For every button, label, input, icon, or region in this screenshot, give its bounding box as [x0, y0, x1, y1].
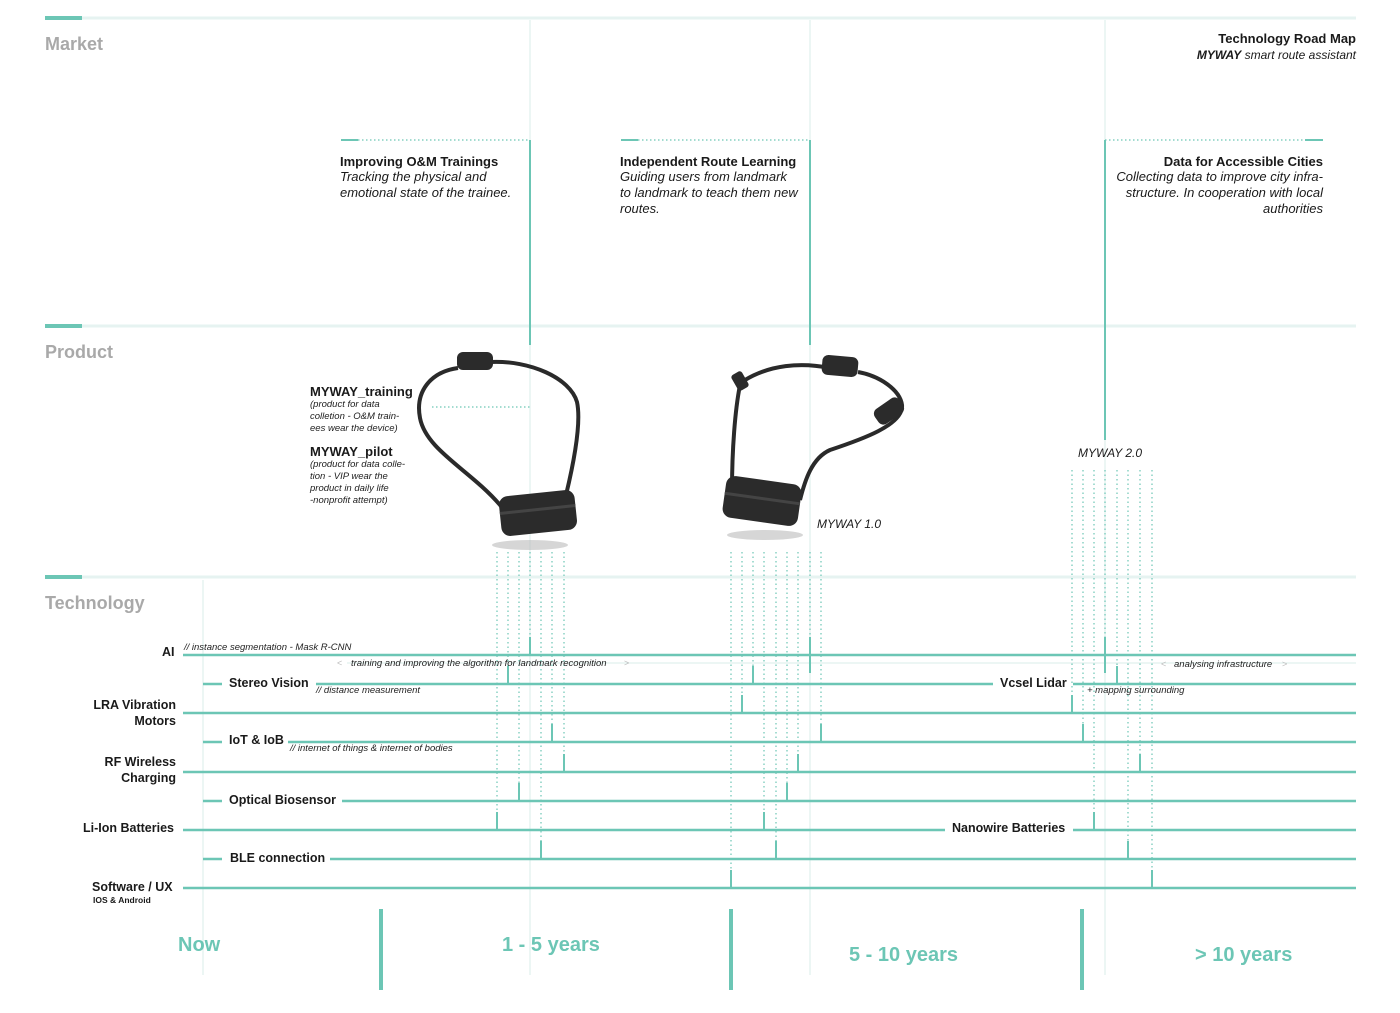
tech-label-li-ion: Li-Ion Batteries: [83, 821, 174, 835]
product-desc-line: (product for data: [310, 399, 380, 410]
tech-label-lra-motors: LRA Vibration Motors: [93, 697, 176, 729]
tech-label-rf-charging: RF Wireless Charging: [105, 754, 176, 786]
device-training-illustration: [417, 352, 581, 550]
market-connectors: [341, 139, 1323, 440]
brand-tagline: smart route assistant: [1244, 48, 1356, 62]
market-need-om-training: Improving O&M Trainings Tracking the phy…: [340, 154, 511, 201]
tech-label-line: Motors: [134, 714, 176, 728]
market-need-desc-line: routes.: [620, 201, 660, 216]
section-dividers: [45, 16, 1356, 579]
tech-note-ai: // instance segmentation - Mask R-CNN: [184, 642, 352, 653]
product-pilot: MYWAY_pilot (product for data colle- tio…: [310, 444, 405, 507]
timeline-now: Now: [178, 934, 221, 956]
tech-label-iot: IoT & IoB: [229, 733, 284, 747]
ai-arrow-training: training and improving the algorithm for…: [351, 658, 607, 669]
market-need-desc-line: emotional state of the trainee.: [340, 185, 512, 200]
market-need-desc-line: Tracking the physical and: [340, 169, 487, 184]
device-v1-illustration: [722, 354, 905, 540]
product-desc-line: ees wear the device): [310, 423, 398, 434]
product-desc-line: (product for data colle-: [310, 459, 406, 470]
tech-lines: [183, 653, 1356, 890]
svg-text:>: >: [1282, 659, 1287, 669]
timeline-10-plus-years: > 10 years: [1195, 944, 1293, 966]
roadmap-subtitle: MYWAY smart route assistant: [1197, 48, 1356, 62]
market-need-accessible-cities: Data for Accessible Cities Collecting da…: [1116, 154, 1323, 217]
dotted-verticals-v2: [1071, 470, 1153, 888]
product-training-title: MYWAY_training: [310, 384, 413, 399]
tech-markers: [496, 637, 1153, 888]
brand-name: MYWAY: [1196, 48, 1242, 62]
svg-text:>: >: [624, 658, 629, 668]
tech-label-line: RF Wireless: [104, 755, 176, 769]
market-need-desc-line: Guiding users from landmark: [620, 169, 787, 184]
ai-arrow-rows: < > < >: [337, 658, 1356, 669]
tech-label-optical-biosensor: Optical Biosensor: [229, 793, 336, 807]
tech-label-vcsel-lidar: Vcsel Lidar: [1000, 676, 1067, 690]
section-market: Market: [45, 34, 104, 54]
ai-arrow-infrastructure: analysing infrastructure: [1174, 659, 1273, 670]
market-need-desc-line: authorities: [1263, 201, 1323, 216]
timeline-1-5-years: 1 - 5 years: [502, 934, 600, 956]
tech-label-software-ux: Software / UX: [92, 880, 173, 894]
tech-label-nanowire: Nanowire Batteries: [952, 821, 1066, 835]
market-need-title: Improving O&M Trainings: [340, 154, 499, 169]
section-technology: Technology: [45, 593, 145, 613]
tech-note-vcsel: + mapping surrounding: [1087, 685, 1185, 696]
tech-sub-software: IOS & Android: [93, 895, 151, 905]
product-pilot-title: MYWAY_pilot: [310, 444, 393, 459]
product-training: MYWAY_training (product for data colleti…: [310, 384, 413, 435]
product-v2-label: MYWAY 2.0: [1078, 446, 1143, 460]
svg-text:<: <: [337, 658, 342, 668]
roadmap-title: Technology Road Map: [1218, 31, 1356, 46]
timeline-dividers: [379, 909, 1084, 990]
tech-note-stereo: // distance measurement: [316, 685, 421, 696]
market-need-desc-line: to landmark to teach them new: [620, 185, 798, 200]
market-need-title: Independent Route Learning: [620, 154, 797, 169]
tech-note-iot: // internet of things & internet of bodi…: [290, 743, 453, 754]
tech-label-stereo-vision: Stereo Vision: [229, 676, 309, 690]
timeline-5-10-years: 5 - 10 years: [849, 944, 958, 966]
market-need-route-learning: Independent Route Learning Guiding users…: [620, 154, 798, 217]
dotted-verticals-device2: [730, 552, 822, 888]
product-desc-line: tion - VIP wear the: [310, 471, 388, 482]
product-v1-label: MYWAY 1.0: [817, 517, 882, 531]
tech-label-line: LRA Vibration: [93, 698, 176, 712]
svg-text:<: <: [1161, 659, 1166, 669]
product-desc-line: product in daily life: [310, 483, 389, 494]
tech-label-ble: BLE connection: [230, 851, 326, 865]
market-need-desc-line: structure. In cooperation with local: [1125, 185, 1323, 200]
tech-label-line: Charging: [121, 771, 176, 785]
product-desc-line: colletion - O&M train-: [310, 411, 400, 422]
market-need-desc-line: Collecting data to improve city infra-: [1116, 169, 1323, 184]
tech-label-ai: AI: [162, 645, 175, 659]
section-product: Product: [45, 342, 114, 362]
market-need-title: Data for Accessible Cities: [1163, 154, 1323, 169]
product-desc-line: -nonprofit attempt): [310, 495, 388, 506]
